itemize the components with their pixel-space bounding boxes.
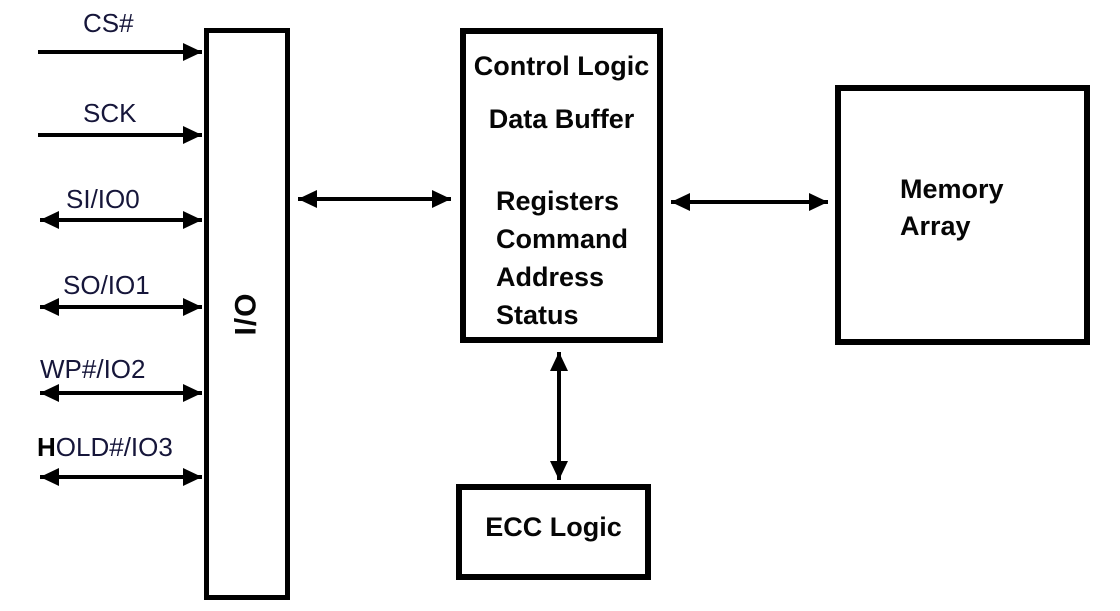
signal-label-si-io0: SI/IO0 — [66, 184, 140, 214]
signal-label-wp-io2: WP#/IO2 — [40, 354, 146, 384]
signal-label-so-io1: SO/IO1 — [63, 270, 150, 300]
signal-label-hold-io3: HOLD#/IO3 — [37, 432, 173, 462]
memory-array-label: Memory Array — [900, 174, 1004, 241]
control-logic-title: Control Logic — [473, 51, 650, 81]
control-logic-block: Control Logic Data Buffer Registers Comm… — [460, 28, 663, 343]
signal-label-sck: SCK — [83, 98, 137, 128]
signal-label-cs: CS# — [83, 8, 134, 38]
io-block-label: I/O — [229, 292, 263, 336]
ecc-logic-label: ECC Logic — [485, 512, 622, 542]
control-logic-item-list: Registers Command Address Status — [496, 186, 629, 330]
memory-array-block: Memory Array — [835, 85, 1090, 345]
io-block: I/O — [204, 28, 290, 600]
data-buffer-label: Data Buffer — [488, 104, 635, 134]
ecc-logic-block: ECC Logic — [456, 484, 651, 580]
